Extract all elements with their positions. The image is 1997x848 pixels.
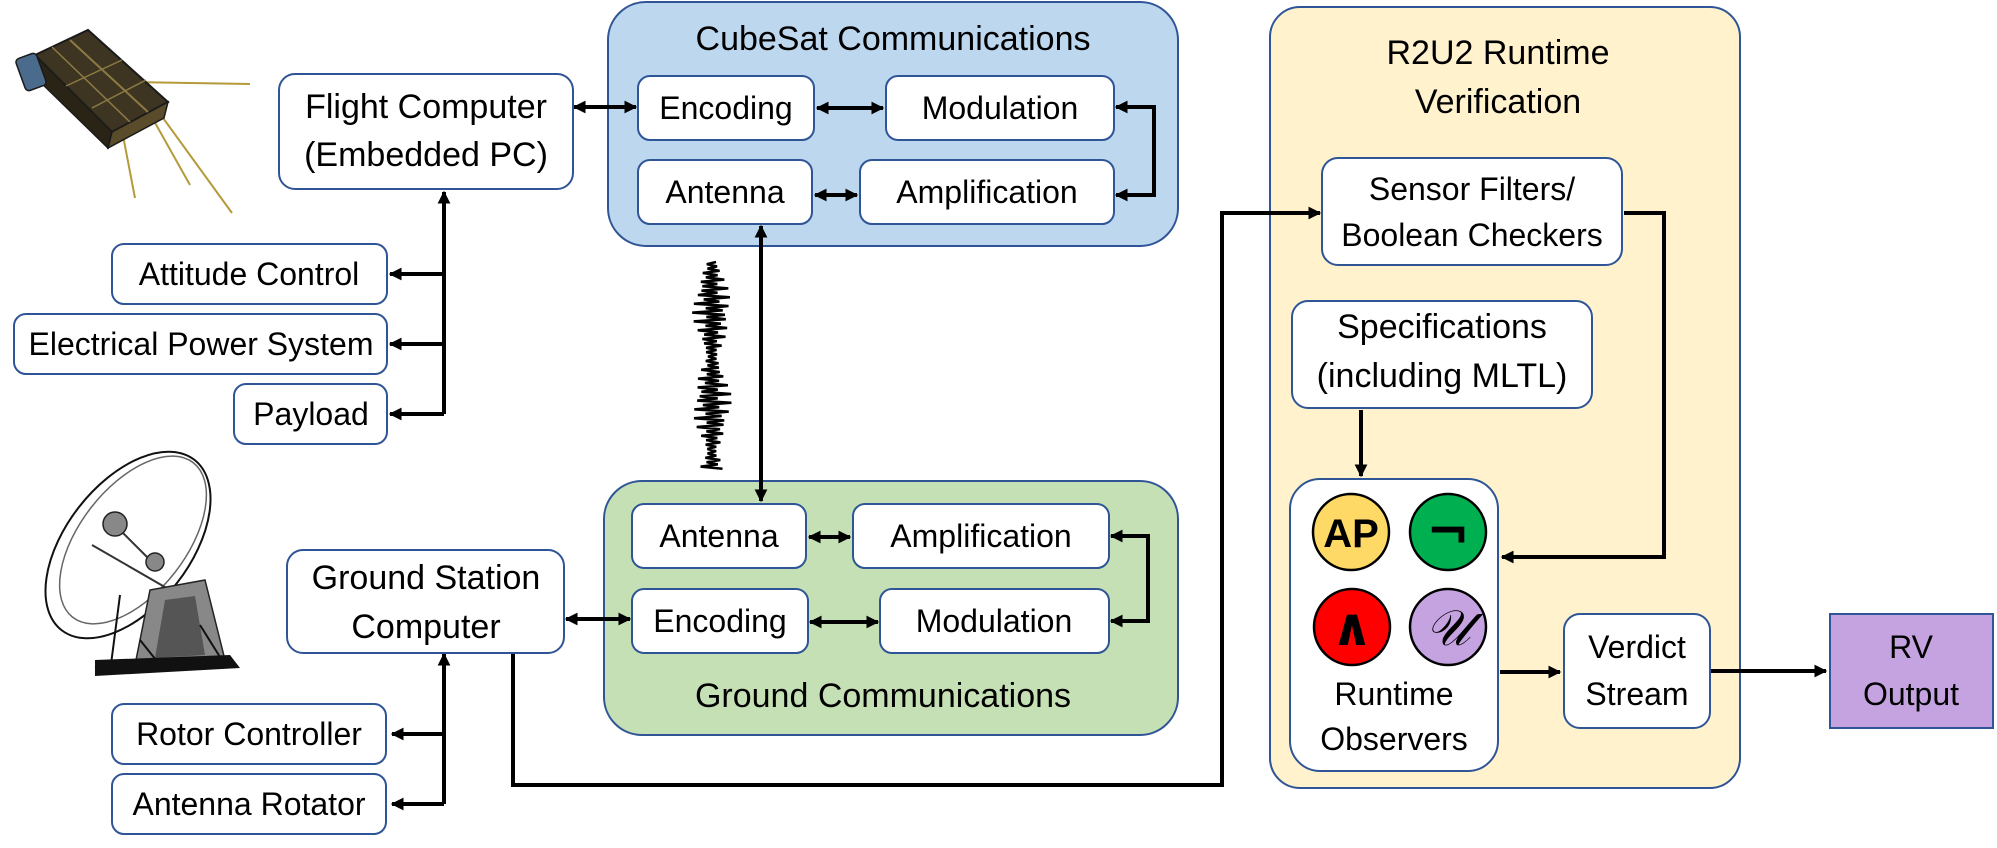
ground-comms-title: Ground Communications xyxy=(695,677,1071,715)
gnd-modulation-label: Modulation xyxy=(916,603,1073,639)
gnd-modulation-box xyxy=(879,588,1110,654)
antenna-rotator-box xyxy=(111,773,387,835)
electrical-power-box xyxy=(13,313,388,375)
sat-encoding-label: Encoding xyxy=(659,90,792,126)
r2u2-title-line2: Verification xyxy=(1415,83,1581,121)
payload-box xyxy=(233,383,388,445)
electrical-power-label: Electrical Power System xyxy=(29,326,374,362)
operator-ap-label: AP xyxy=(1323,512,1379,556)
sat-amplification-label: Amplification xyxy=(896,174,1077,210)
satellite-dish-icon xyxy=(44,450,240,676)
sat-modulation-label: Modulation xyxy=(922,90,1079,126)
sat-antenna-box xyxy=(637,159,813,225)
runtime-observers-line1: Runtime xyxy=(1334,676,1453,712)
attitude-control-label: Attitude Control xyxy=(139,256,360,292)
rotor-controller-label: Rotor Controller xyxy=(136,716,362,752)
gnd-amplification-label: Amplification xyxy=(890,518,1071,554)
sat-modulation-box xyxy=(885,75,1115,141)
gnd-antenna-label: Antenna xyxy=(659,518,778,554)
verdict-stream-line1: Verdict xyxy=(1588,629,1686,665)
operator-not-icon: ¬ xyxy=(1408,492,1488,572)
gnd-encoding-box xyxy=(631,588,809,654)
sat-encoding-box xyxy=(637,75,815,141)
specifications-line1: Specifications xyxy=(1337,308,1547,346)
specifications-box xyxy=(1291,300,1593,409)
sensor-filters-line1: Sensor Filters/ xyxy=(1369,171,1575,207)
cubesat-comms-title: CubeSat Communications xyxy=(696,20,1091,58)
rotor-controller-box xyxy=(111,703,387,765)
operator-not-label: ¬ xyxy=(1426,502,1470,563)
flight-computer-line2: (Embedded PC) xyxy=(304,136,548,174)
cubesat-icon xyxy=(15,28,251,214)
operator-and-icon: ∧ xyxy=(1312,587,1392,667)
ground-station-line2: Computer xyxy=(351,608,500,646)
rv-output-box xyxy=(1829,613,1994,729)
radio-waveform-icon xyxy=(692,260,732,471)
ground-station-box xyxy=(286,549,565,654)
flight-computer-line1: Flight Computer xyxy=(305,88,547,126)
rv-output-line2: Output xyxy=(1863,676,1959,712)
runtime-observers-line2: Observers xyxy=(1320,721,1468,757)
gnd-encoding-label: Encoding xyxy=(653,603,786,639)
operator-and-label: ∧ xyxy=(1331,597,1373,658)
gnd-antenna-box xyxy=(631,503,807,569)
gnd-amplification-box xyxy=(852,503,1110,569)
sensor-filters-box xyxy=(1321,157,1623,266)
rv-output-line1: RV xyxy=(1889,629,1934,665)
sensor-filters-line2: Boolean Checkers xyxy=(1341,217,1602,253)
ground-station-line1: Ground Station xyxy=(312,559,541,597)
antenna-rotator-label: Antenna Rotator xyxy=(132,786,365,822)
r2u2-title-line1: R2U2 Runtime xyxy=(1387,34,1610,72)
sat-antenna-label: Antenna xyxy=(665,174,784,210)
verdict-stream-box xyxy=(1563,613,1711,729)
payload-label: Payload xyxy=(253,396,369,432)
sat-amplification-box xyxy=(859,159,1115,225)
connectors xyxy=(388,100,1828,811)
operator-ap-icon: AP xyxy=(1311,492,1391,572)
verdict-stream-line2: Stream xyxy=(1585,676,1688,712)
operator-until-icon: 𝒰 xyxy=(1408,587,1488,667)
attitude-control-box xyxy=(111,243,388,305)
flight-computer-box xyxy=(278,73,574,190)
specifications-line2: (including MLTL) xyxy=(1317,357,1568,395)
